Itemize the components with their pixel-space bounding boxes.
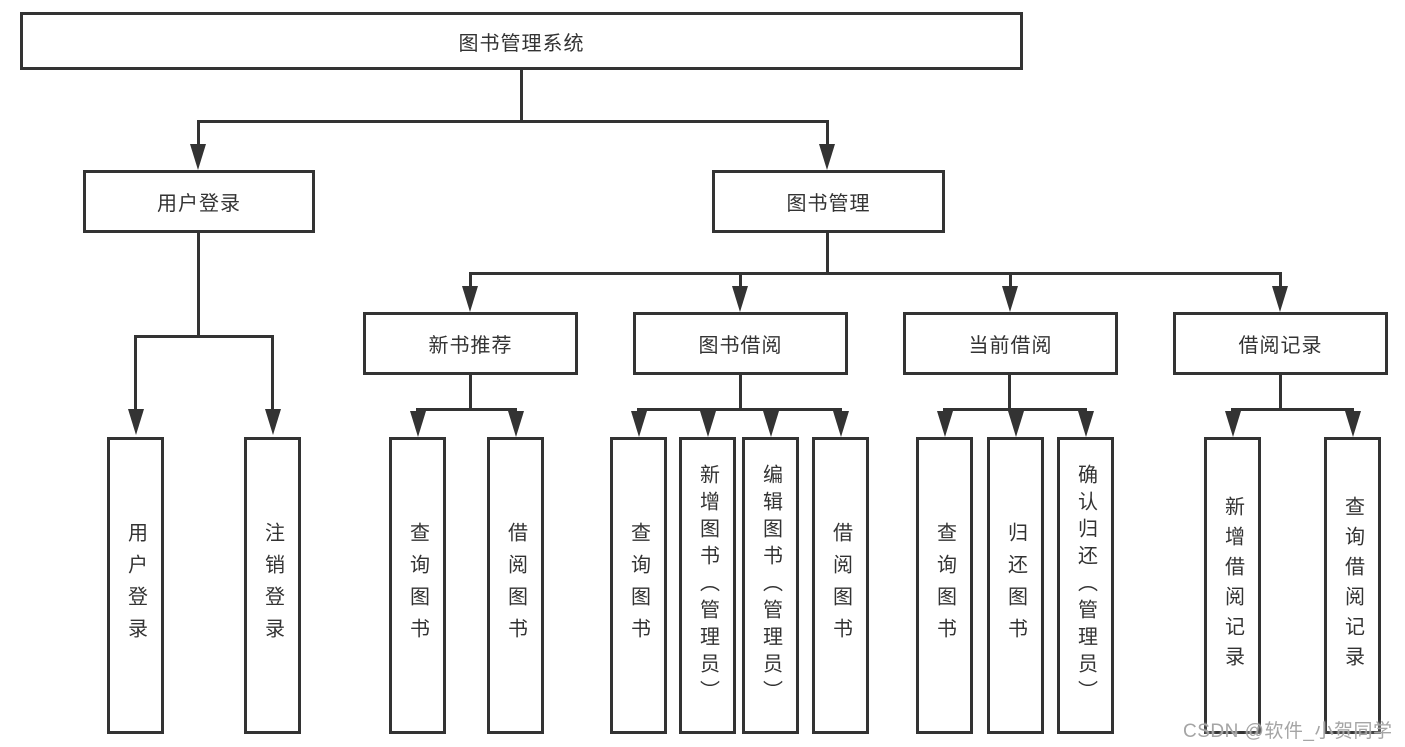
connector-line-h xyxy=(943,408,1087,411)
node-current-borrowing: 当前借阅 xyxy=(903,312,1118,375)
node-label: 借阅记录 xyxy=(1238,335,1323,357)
connector-line-v xyxy=(197,233,200,337)
connector-line-v xyxy=(1279,375,1282,411)
connector-line-h xyxy=(637,408,842,411)
node-label: 当前借阅 xyxy=(968,335,1053,357)
connector-line-h xyxy=(416,408,517,411)
leaf-nb-query-books: 查询图书 xyxy=(389,437,446,734)
node-label: 查询图书 xyxy=(933,521,956,650)
connector-arrowhead-down xyxy=(1272,286,1288,312)
connector-arrowhead-down xyxy=(462,286,478,312)
leaf-logout: 注销登录 xyxy=(244,437,301,734)
connector-arrowhead-down xyxy=(833,411,849,437)
node-label: 用户登录 xyxy=(157,193,241,215)
connector-line-v xyxy=(469,375,472,411)
connector-line-v xyxy=(1008,375,1011,411)
csdn-watermark: CSDN @软件_小贺同学 xyxy=(1183,721,1393,742)
node-label: 新增借阅记录 xyxy=(1221,495,1244,676)
connector-arrowhead-down xyxy=(265,409,281,435)
connector-line-h xyxy=(1231,408,1354,411)
node-label: 查询借阅记录 xyxy=(1341,495,1364,676)
leaf-bw-borrow-books: 借阅图书 xyxy=(812,437,869,734)
connector-line-v xyxy=(520,70,523,122)
connector-arrowhead-down xyxy=(128,409,144,435)
leaf-nb-borrow-books: 借阅图书 xyxy=(487,437,544,734)
connector-arrowhead-down xyxy=(1002,286,1018,312)
node-label: 查询图书 xyxy=(627,521,650,650)
node-label: 图书管理 xyxy=(786,193,871,215)
leaf-bw-query-books: 查询图书 xyxy=(610,437,667,734)
node-label: 查询图书 xyxy=(406,521,429,650)
node-label: 图书管理系统 xyxy=(458,32,585,55)
leaf-rec-add-borrow-record: 新增借阅记录 xyxy=(1204,437,1261,734)
leaf-cur-return-books: 归还图书 xyxy=(987,437,1044,734)
connector-arrowhead-down xyxy=(410,411,426,437)
node-book-management: 图书管理 xyxy=(712,170,945,233)
node-label: 图书借阅 xyxy=(698,335,783,357)
connector-arrowhead-down xyxy=(1008,411,1024,437)
leaf-user-login: 用户登录 xyxy=(107,437,164,734)
connector-arrowhead-down xyxy=(1345,411,1361,437)
connector-line-v xyxy=(271,335,274,411)
connector-arrowhead-down xyxy=(819,144,835,170)
node-user-login: 用户登录 xyxy=(83,170,315,233)
node-label: 借阅图书 xyxy=(504,521,527,650)
connector-line-v xyxy=(826,233,829,275)
node-label: 归还图书 xyxy=(1004,521,1027,650)
connector-line-h xyxy=(469,272,1282,275)
connector-line-h xyxy=(134,335,274,338)
connector-arrowhead-down xyxy=(631,411,647,437)
connector-arrowhead-down xyxy=(1225,411,1241,437)
node-borrowing-records: 借阅记录 xyxy=(1173,312,1388,375)
leaf-cur-confirm-return-admin: 确认归还（管理员） xyxy=(1057,437,1114,734)
connector-line-v xyxy=(134,335,137,411)
connector-line-h xyxy=(197,120,829,123)
node-label: 注销登录 xyxy=(261,521,284,650)
connector-arrowhead-down xyxy=(700,411,716,437)
node-root-book-management-system: 图书管理系统 xyxy=(20,12,1023,70)
connector-arrowhead-down xyxy=(763,411,779,437)
connector-arrowhead-down xyxy=(508,411,524,437)
connector-line-v xyxy=(197,120,200,147)
node-label: 借阅图书 xyxy=(829,521,852,650)
node-label: 编辑图书（管理员） xyxy=(759,464,782,707)
connector-line-v xyxy=(826,120,829,147)
leaf-cur-query-books: 查询图书 xyxy=(916,437,973,734)
connector-line-v xyxy=(469,272,472,289)
node-label: 新书推荐 xyxy=(428,335,513,357)
connector-line-v xyxy=(1009,272,1012,289)
node-book-borrowing: 图书借阅 xyxy=(633,312,848,375)
connector-arrowhead-down xyxy=(190,144,206,170)
leaf-bw-edit-books-admin: 编辑图书（管理员） xyxy=(742,437,799,734)
node-label: 用户登录 xyxy=(124,521,147,650)
connector-arrowhead-down xyxy=(732,286,748,312)
connector-arrowhead-down xyxy=(1078,411,1094,437)
connector-arrowhead-down xyxy=(937,411,953,437)
connector-line-v xyxy=(739,375,742,411)
node-label: 确认归还（管理员） xyxy=(1074,464,1097,707)
connector-line-v xyxy=(739,272,742,289)
connector-line-v xyxy=(1279,272,1282,289)
leaf-rec-query-borrow-record: 查询借阅记录 xyxy=(1324,437,1381,734)
leaf-bw-add-books-admin: 新增图书（管理员） xyxy=(679,437,736,734)
node-new-book-recommendation: 新书推荐 xyxy=(363,312,578,375)
node-label: 新增图书（管理员） xyxy=(696,464,719,707)
